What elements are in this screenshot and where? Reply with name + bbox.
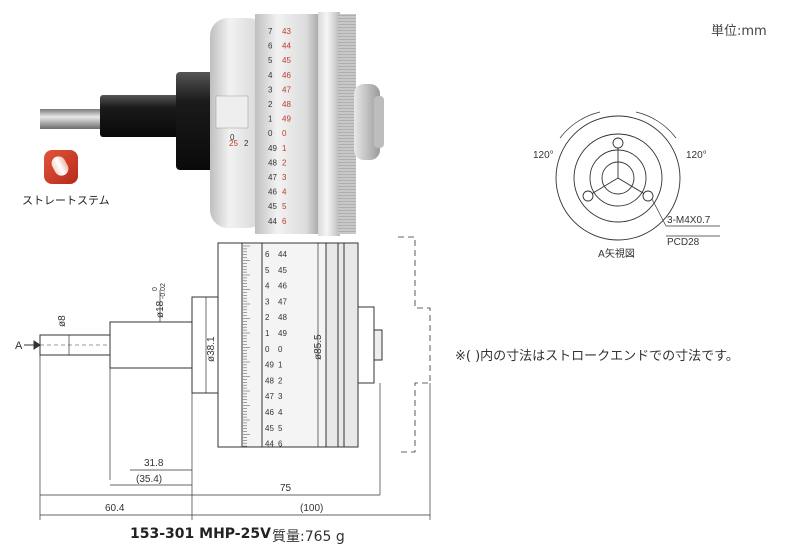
dim-31-8: 31.8 <box>144 458 164 469</box>
photo-scale-right: 45 <box>282 56 291 65</box>
angle-left-label: 120° <box>533 150 554 161</box>
side-scale-ticks <box>243 245 250 447</box>
thread-spec-label: 3-M4X0.7 <box>667 215 711 226</box>
dimension-note: ※( )内の寸法はストロークエンドでの寸法です。 <box>455 349 739 364</box>
photo-scale-left: 45 <box>268 202 277 211</box>
photo-scale-right: 44 <box>282 42 291 51</box>
straight-stem-icon <box>44 150 78 184</box>
photo-scale-right: 6 <box>282 217 287 226</box>
scale-left-value: 3 <box>265 297 270 306</box>
photo-thimble <box>318 12 340 236</box>
photo-scale-left: 2 <box>268 100 273 109</box>
dimension-lines <box>39 355 431 520</box>
stem-tol-upper: 0 <box>152 287 159 291</box>
vernier-label-25: 25 <box>229 139 238 148</box>
scale-left-value: 47 <box>265 392 274 401</box>
dim-60-4: 60.4 <box>105 503 125 514</box>
scale-right-value: 3 <box>278 392 283 401</box>
scale-right-value: 47 <box>278 297 287 306</box>
photo-scale-left: 44 <box>268 217 277 226</box>
photo-scale-left: 1 <box>268 115 273 124</box>
photo-vernier: 0 25 2 <box>215 95 249 148</box>
photo-scale-left: 7 <box>268 27 273 36</box>
photo-scale-right: 1 <box>282 144 287 153</box>
photo-collar-large <box>176 72 216 170</box>
scale-left-value: 48 <box>265 376 274 385</box>
sleeve-dia-label: ø38.1 <box>206 336 217 362</box>
scale-right-value: 0 <box>278 345 283 354</box>
scale-right-value: 2 <box>278 376 283 385</box>
photo-scale-right: 5 <box>282 202 287 211</box>
photo-scale-left: 4 <box>268 71 273 80</box>
scale-left-value: 4 <box>265 282 270 291</box>
photo-scale-left: 48 <box>268 158 277 167</box>
side-view-drawing <box>24 236 431 453</box>
angle-right-label: 120° <box>686 150 707 161</box>
scale-left-value: 1 <box>265 329 270 338</box>
photo-scale-right: 43 <box>282 27 291 36</box>
product-weight: 質量:765 g <box>272 529 345 545</box>
dim-75: 75 <box>280 483 292 494</box>
photo-scale-right: 48 <box>282 100 291 109</box>
stem-tol-lower: -0.02 <box>160 283 167 299</box>
scale-left-value: 49 <box>265 361 274 370</box>
photo-knurl <box>338 14 356 234</box>
photo-scale-right: 47 <box>282 85 291 94</box>
view-a-caption: A矢視図 <box>598 249 635 260</box>
diameter-leaders <box>68 243 319 447</box>
spindle-dia-label: ø8 <box>57 315 68 327</box>
scale-left-value: 5 <box>265 266 270 275</box>
photo-sleeve <box>255 14 319 234</box>
arrow-a-label: A <box>15 340 23 352</box>
photo-scale-left: 47 <box>268 173 277 182</box>
scale-left-value: 2 <box>265 313 270 322</box>
scale-right-value: 46 <box>278 282 287 291</box>
photo-scale-left: 5 <box>268 56 273 65</box>
straight-stem-label: ストレートステム <box>22 194 110 207</box>
photo-scale-left: 6 <box>268 42 273 51</box>
model-number: 153-301 MHP-25V <box>130 526 271 542</box>
scale-right-value: 44 <box>278 250 287 259</box>
photo-scale-right: 49 <box>282 115 291 124</box>
photo-scale-left: 0 <box>268 129 273 138</box>
photo-collar-small <box>100 95 180 137</box>
scale-left-value: 46 <box>265 408 274 417</box>
thimble-dia-label: ø85.5 <box>313 334 324 360</box>
scale-right-value: 4 <box>278 408 283 417</box>
unit-label: 単位:mm <box>711 24 767 39</box>
vernier-label-2: 2 <box>244 139 249 148</box>
scale-right-value: 45 <box>278 266 287 275</box>
scale-right-value: 6 <box>278 440 283 449</box>
scale-right-value: 1 <box>278 361 283 370</box>
scale-right-value: 48 <box>278 313 287 322</box>
photo-ratchet <box>374 96 384 148</box>
photo-scale-right: 0 <box>282 129 287 138</box>
pcd-label: PCD28 <box>667 237 700 248</box>
photo-spindle <box>40 109 104 129</box>
photo-scale-right: 46 <box>282 71 291 80</box>
stem-dia-label: ø18 <box>155 300 166 318</box>
scale-left-value: 0 <box>265 345 270 354</box>
scale-left-value: 45 <box>265 424 274 433</box>
scale-left-value: 44 <box>265 440 274 449</box>
dim-100: (100) <box>300 503 323 514</box>
vernier-label-0: 0 <box>230 133 235 142</box>
photo-scale-left: 46 <box>268 188 277 197</box>
scale-right-value: 49 <box>278 329 287 338</box>
photo-scale-right: 3 <box>282 173 287 182</box>
photo-end-cap <box>354 84 380 160</box>
photo-scale-right: 4 <box>282 188 287 197</box>
dim-35-4: (35.4) <box>136 474 162 485</box>
photo-scale-right: 2 <box>282 158 287 167</box>
scale-left-value: 6 <box>265 250 270 259</box>
scale-right-value: 5 <box>278 424 283 433</box>
photo-scale-left: 3 <box>268 85 273 94</box>
photo-scale-left: 49 <box>268 144 277 153</box>
end-view-drawing <box>555 111 720 241</box>
